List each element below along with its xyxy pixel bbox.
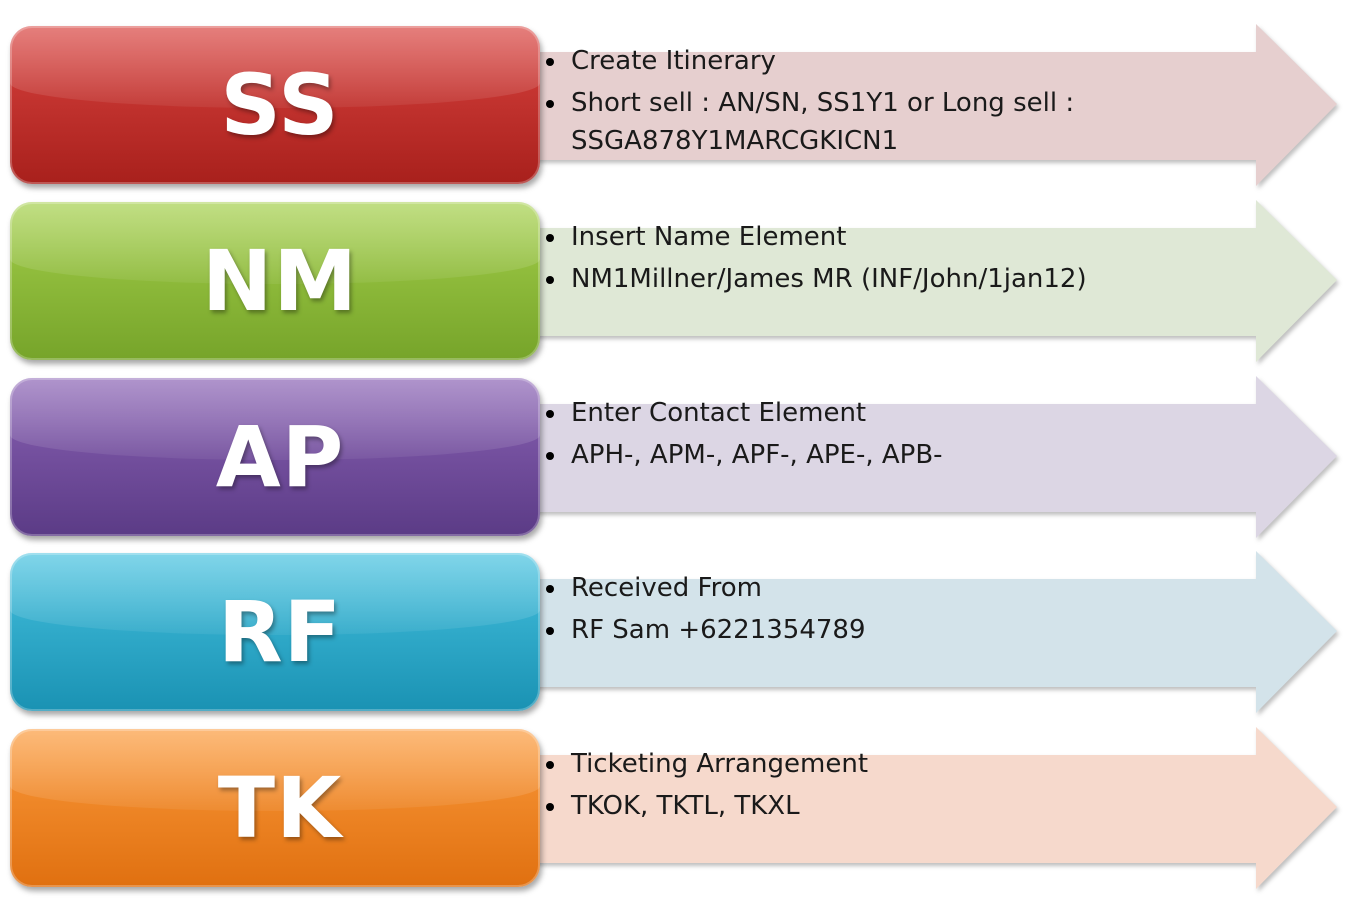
arrow-body bbox=[520, 376, 1337, 538]
item-text: TKOK, TKTL, TKXL bbox=[571, 791, 800, 821]
item-text: RF Sam +6221354789 bbox=[571, 615, 866, 645]
item-text: Create Itinerary bbox=[571, 46, 776, 76]
step-code: RF bbox=[217, 583, 343, 681]
code-box: TK bbox=[10, 729, 540, 887]
bullet-icon bbox=[546, 627, 554, 635]
list-item: Create Itinerary bbox=[544, 42, 1264, 80]
list-item: Short sell : AN/SN, SS1Y1 or Long sell :… bbox=[544, 84, 1264, 160]
code-box: AP bbox=[10, 378, 540, 536]
item-text: Ticketing Arrangement bbox=[571, 749, 869, 779]
step-detail-list: Ticketing Arrangement TKOK, TKTL, TKXL bbox=[544, 745, 1264, 829]
list-item: RF Sam +6221354789 bbox=[544, 611, 1264, 649]
step-row-ss: SS Create Itinerary Short sell : AN/SN, … bbox=[0, 22, 1347, 192]
item-text: Received From bbox=[571, 573, 762, 603]
bullet-icon bbox=[546, 58, 554, 66]
arrow-shape bbox=[520, 551, 1337, 713]
list-item: TKOK, TKTL, TKXL bbox=[544, 787, 1264, 825]
code-box: RF bbox=[10, 553, 540, 711]
arrow-body bbox=[520, 551, 1337, 713]
step-code: AP bbox=[215, 408, 345, 506]
step-row-tk: TK Ticketing Arrangement TKOK, TKTL, TKX… bbox=[0, 725, 1347, 895]
list-item: Received From bbox=[544, 569, 1264, 607]
step-code: SS bbox=[220, 56, 340, 154]
step-code: NM bbox=[202, 232, 358, 330]
item-text: Insert Name Element bbox=[571, 222, 847, 252]
bullet-icon bbox=[546, 276, 554, 284]
list-item: Insert Name Element bbox=[544, 218, 1264, 256]
step-row-ap: AP Enter Contact Element APH-, APM-, APF… bbox=[0, 374, 1347, 544]
bullet-icon bbox=[546, 761, 554, 769]
step-detail-list: Insert Name Element NM1Millner/James MR … bbox=[544, 218, 1264, 302]
bullet-icon bbox=[546, 100, 554, 108]
step-row-rf: RF Received From RF Sam +6221354789 bbox=[0, 549, 1347, 719]
bullet-icon bbox=[546, 234, 554, 242]
item-text: APH-, APM-, APF-, APE-, APB- bbox=[571, 440, 943, 470]
item-text: Short sell : AN/SN, SS1Y1 or Long sell :… bbox=[571, 88, 1075, 156]
code-box: NM bbox=[10, 202, 540, 360]
bullet-icon bbox=[546, 585, 554, 593]
arrow-shape bbox=[520, 200, 1337, 362]
item-text: NM1Millner/James MR (INF/John/1jan12) bbox=[571, 264, 1087, 294]
list-item: Ticketing Arrangement bbox=[544, 745, 1264, 783]
arrow-shape bbox=[520, 24, 1337, 186]
arrow-shape bbox=[520, 376, 1337, 538]
step-code: TK bbox=[217, 759, 343, 857]
step-detail-list: Create Itinerary Short sell : AN/SN, SS1… bbox=[544, 42, 1264, 164]
step-detail-list: Received From RF Sam +6221354789 bbox=[544, 569, 1264, 653]
arrow-body bbox=[520, 24, 1337, 186]
list-item: APH-, APM-, APF-, APE-, APB- bbox=[544, 436, 1264, 474]
bullet-icon bbox=[546, 452, 554, 460]
arrow-body bbox=[520, 200, 1337, 362]
code-box: SS bbox=[10, 26, 540, 184]
item-text: Enter Contact Element bbox=[571, 398, 867, 428]
bullet-icon bbox=[546, 410, 554, 418]
arrow-shape bbox=[520, 727, 1337, 889]
step-detail-list: Enter Contact Element APH-, APM-, APF-, … bbox=[544, 394, 1264, 478]
arrow-body bbox=[520, 727, 1337, 889]
list-item: NM1Millner/James MR (INF/John/1jan12) bbox=[544, 260, 1264, 298]
bullet-icon bbox=[546, 803, 554, 811]
list-item: Enter Contact Element bbox=[544, 394, 1264, 432]
step-row-nm: NM Insert Name Element NM1Millner/James … bbox=[0, 198, 1347, 368]
